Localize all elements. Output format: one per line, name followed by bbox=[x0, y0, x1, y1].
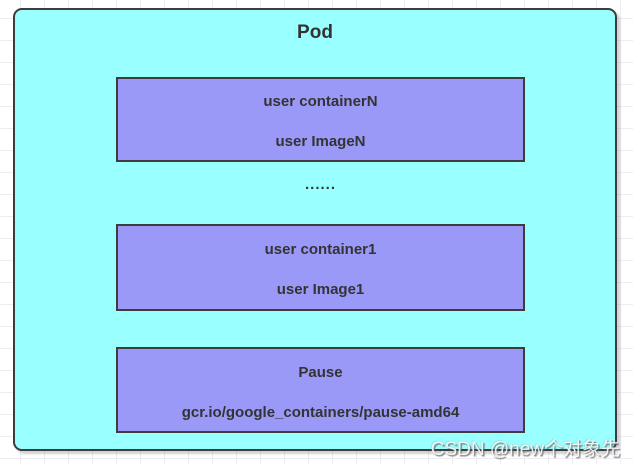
ellipsis-text: ...... bbox=[304, 176, 336, 193]
csdn-watermark: CSDN @new个对象先 bbox=[430, 439, 620, 460]
container-image: gcr.io/google_containers/pause-amd64 bbox=[181, 403, 460, 421]
container-box-pause: Pause gcr.io/google_containers/pause-amd… bbox=[116, 347, 525, 433]
container-image: user ImageN bbox=[275, 133, 366, 150]
container-name: user container1 bbox=[264, 241, 377, 258]
container-name: Pause bbox=[298, 363, 343, 381]
pod-title: Pod bbox=[297, 22, 333, 43]
container-box-user1: user container1 user Image1 bbox=[116, 224, 525, 311]
container-image: user Image1 bbox=[276, 281, 365, 298]
container-box-userN: user containerN user ImageN bbox=[116, 77, 525, 162]
container-name: user containerN bbox=[263, 93, 378, 110]
